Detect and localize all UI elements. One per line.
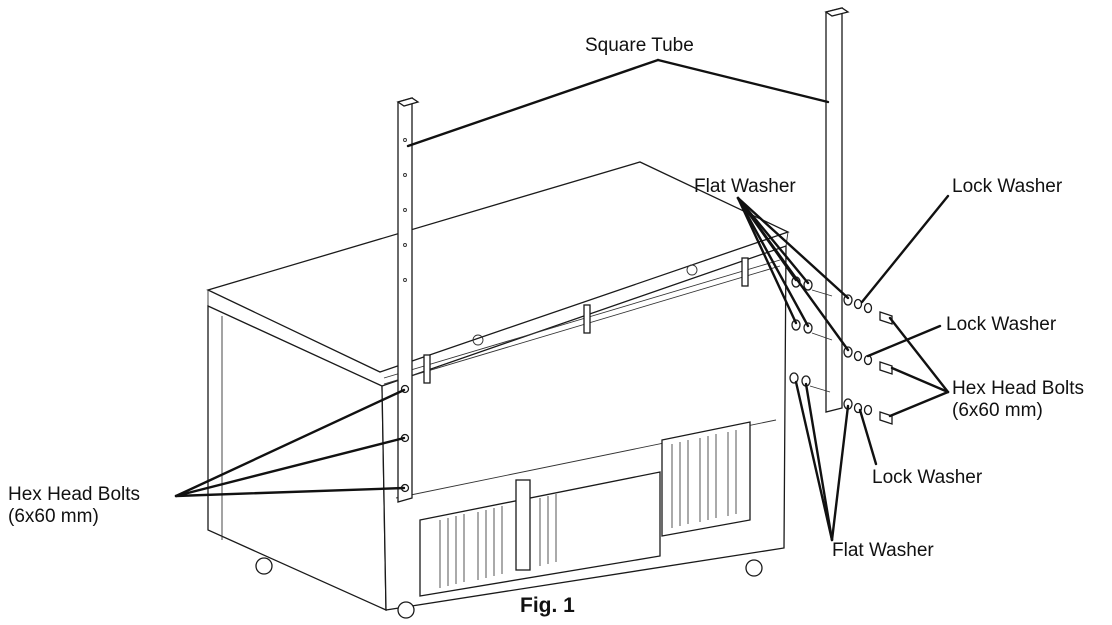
- label-square-tube: Square Tube: [585, 35, 694, 56]
- leader-lines: [174, 58, 950, 542]
- label-lock-washer-bottom: Lock Washer: [872, 467, 983, 488]
- grille-panel-right: [661, 421, 751, 537]
- grille-right: [671, 430, 737, 528]
- square-tube-right: [825, 7, 843, 413]
- hinge: [741, 257, 749, 287]
- grille-left: [439, 494, 557, 588]
- caster: [255, 557, 273, 575]
- label-lock-washer-mid: Lock Washer: [946, 314, 1057, 335]
- label-lock-washer-top: Lock Washer: [952, 176, 1063, 197]
- hinge: [423, 354, 431, 384]
- label-hex-bolts-right: Hex Head Bolts: [952, 378, 1085, 399]
- label-flat-washer-top: Flat Washer: [694, 176, 796, 197]
- caster: [397, 601, 415, 619]
- hinge: [583, 304, 591, 334]
- label-flat-washer-bottom: Flat Washer: [832, 540, 934, 561]
- label-hex-bolts-left-size: (6x60 mm): [8, 506, 99, 527]
- label-hex-bolts-left: Hex Head Bolts: [8, 484, 141, 505]
- label-hex-bolts-right-size: (6x60 mm): [952, 400, 1043, 421]
- caster: [745, 559, 763, 577]
- figure-caption: Fig. 1: [520, 594, 575, 617]
- fastener-stack-right: [789, 276, 893, 425]
